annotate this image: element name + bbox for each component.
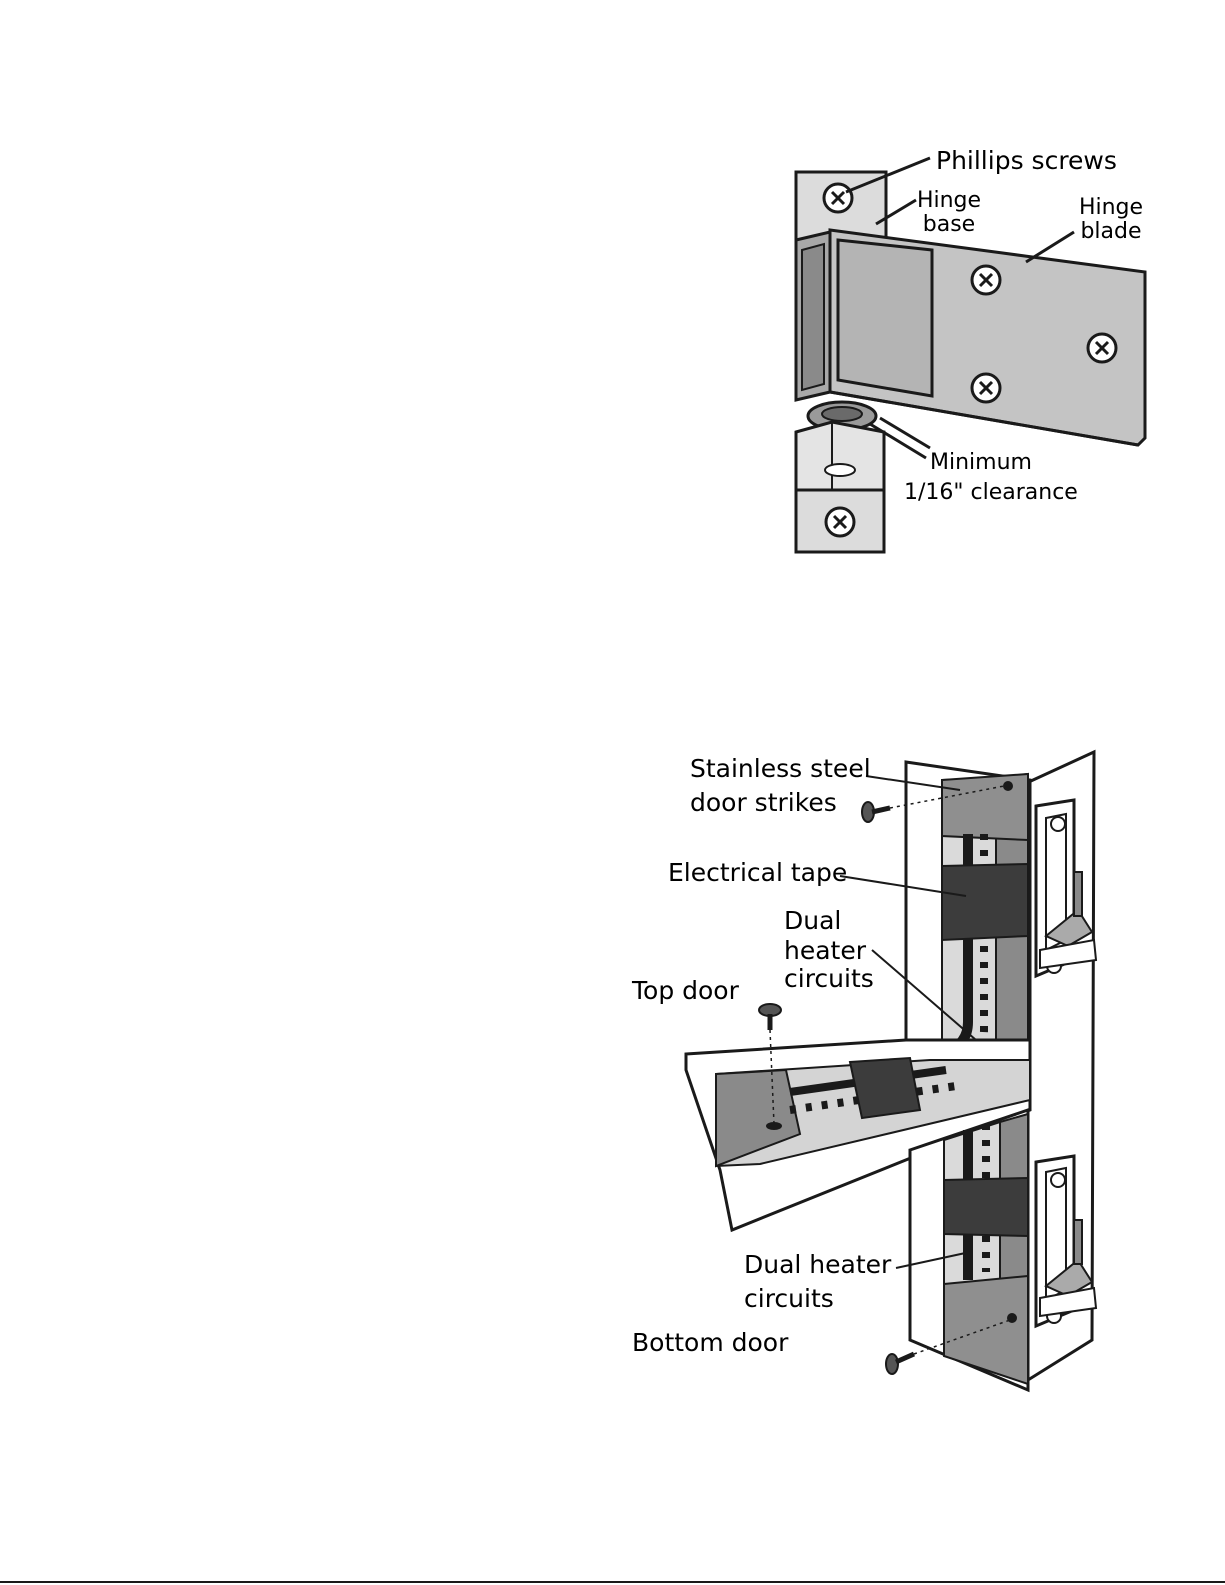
label-top-door: Top door (632, 978, 739, 1003)
label-dual-heater-bottom-line2: circuits (744, 1286, 834, 1311)
label-strikes-line1: Stainless steel (690, 756, 871, 781)
label-hinge-blade-line1: Hinge (1076, 197, 1146, 219)
label-electrical-tape: Electrical tape (668, 860, 847, 885)
label-dual-heater-top-line3: circuits (784, 966, 874, 991)
label-clearance: 1/16" clearance (904, 482, 1078, 504)
phillips-screw-icon (1088, 334, 1116, 362)
leader-hinge-blade (1026, 232, 1074, 262)
label-dual-heater-top-line1: Dual (784, 908, 841, 933)
electrical-tape-bottom (944, 1178, 1028, 1236)
label-hinge-blade-line2: blade (1076, 221, 1146, 243)
phillips-screw-icon (826, 508, 854, 536)
label-dual-heater-bottom-line1: Dual heater (744, 1252, 891, 1277)
hinge-hex-nut (796, 422, 884, 500)
label-bottom-door: Bottom door (632, 1330, 788, 1355)
label-hinge-base-line2: base (914, 214, 984, 236)
phillips-screw-icon (972, 374, 1000, 402)
electrical-tape-top (942, 864, 1028, 940)
door-strike-bottom (944, 1276, 1028, 1384)
phillips-screw-icon (824, 184, 852, 212)
hinge-blade-inset (838, 240, 932, 396)
label-strikes-line2: door strikes (690, 790, 837, 815)
door-strike-top (942, 774, 1028, 840)
label-hinge-base-line1: Hinge (914, 190, 984, 212)
label-minimum: Minimum (930, 452, 1032, 474)
electrical-tape-horizontal (850, 1058, 920, 1118)
phillips-screw-icon (972, 266, 1000, 294)
label-phillips-screws: Phillips screws (936, 148, 1117, 173)
label-dual-heater-top-line2: heater (784, 938, 866, 963)
